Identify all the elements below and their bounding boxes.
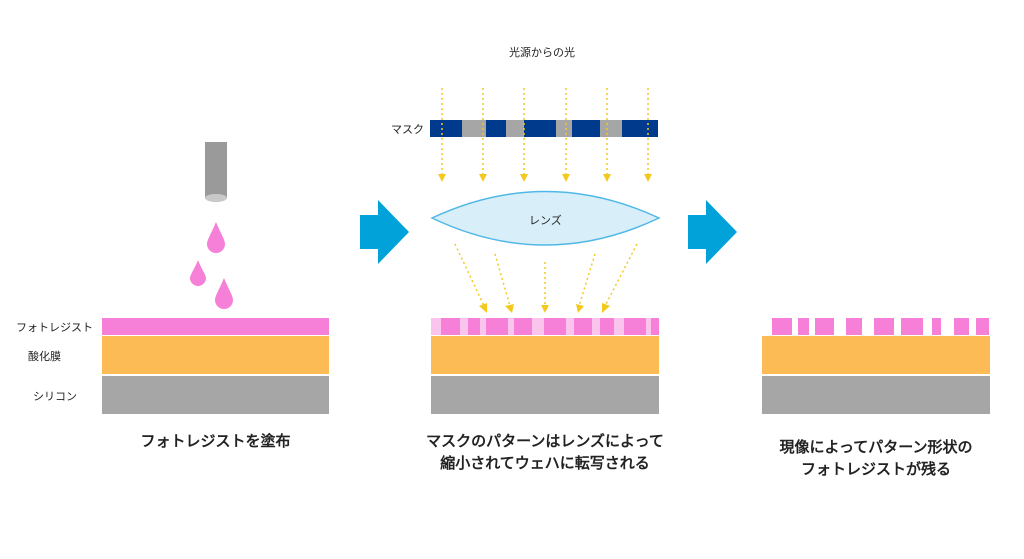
step3-caption-line2: フォトレジストが残る xyxy=(800,460,951,478)
right-arrow-icon xyxy=(360,200,409,264)
patterned-photoresist xyxy=(772,318,989,335)
lens-label: レンズ xyxy=(529,214,562,227)
light-rays-projected xyxy=(454,243,638,313)
step2-caption-line2: 縮小されてウェハに転写される xyxy=(440,454,650,472)
photoresist-layer xyxy=(102,318,329,335)
right-arrow-icon xyxy=(688,200,737,264)
droplet-icon xyxy=(190,260,206,286)
silicon-label: シリコン xyxy=(33,390,77,403)
silicon-layer xyxy=(762,376,990,414)
oxide-layer xyxy=(431,336,659,374)
nozzle-icon xyxy=(205,142,227,202)
mask xyxy=(430,120,658,137)
photoresist-label: フォトレジスト xyxy=(16,321,93,334)
light-source-label: 光源からの光 xyxy=(509,46,575,59)
step1-caption-line: フォトレジストを塗布 xyxy=(140,432,291,450)
lens-icon xyxy=(430,190,661,246)
light-rays-incoming xyxy=(438,88,652,182)
oxide-label: 酸化膜 xyxy=(28,350,61,363)
step3-caption-line1: 現像によってパターン形状の xyxy=(779,438,973,456)
step3-caption: 現像によってパターン形状の フォトレジストが残る xyxy=(745,436,1007,480)
exposed-photoresist-layer xyxy=(431,318,659,335)
oxide-layer xyxy=(762,336,990,374)
step2-caption: マスクのパターンはレンズによって 縮小されてウェハに転写される xyxy=(400,430,690,474)
step1-caption: フォトレジストを塗布 xyxy=(102,430,329,452)
step2-caption-line1: マスクのパターンはレンズによって xyxy=(426,432,664,450)
silicon-layer xyxy=(431,376,659,414)
silicon-layer xyxy=(102,376,329,414)
droplet-icon xyxy=(207,222,225,253)
droplet-icon xyxy=(215,278,233,309)
oxide-layer xyxy=(102,336,329,374)
mask-label: マスク xyxy=(391,123,424,136)
